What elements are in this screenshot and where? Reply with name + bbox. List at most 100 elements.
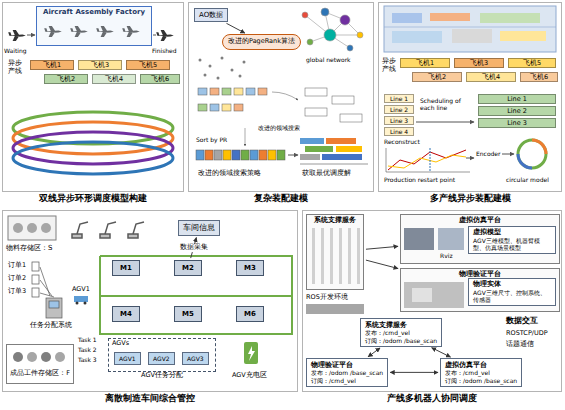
- node-text: Line 1: [385, 95, 413, 102]
- gantt-bar: 飞机3: [78, 60, 122, 70]
- node-text: 飞机1: [31, 61, 73, 69]
- label-text: Reconstruct: [384, 138, 420, 145]
- dependency-dots: [217, 77, 220, 80]
- label-text: ROSTCP/UDP: [506, 330, 548, 338]
- gantt-bar: Line 4: [384, 127, 414, 136]
- robot-icons: [72, 234, 82, 238]
- neighborhood-search: [305, 88, 327, 96]
- dependency-dots: [243, 61, 246, 64]
- sequence-cells: [277, 150, 285, 160]
- agv-icon: [76, 302, 79, 305]
- factory-3d: [452, 29, 492, 43]
- gantt-result: [300, 164, 368, 165]
- gantt-bar: Line 2: [478, 106, 556, 116]
- order-icons: [32, 275, 39, 284]
- gantt-bar: Line 3: [478, 118, 556, 128]
- neighborhood-search: [340, 114, 362, 122]
- material-shelf: [27, 223, 37, 233]
- label-text: Task 2: [78, 346, 97, 353]
- agv-icon: [74, 296, 88, 302]
- agv-icon: [74, 296, 88, 305]
- agv-route: [100, 295, 292, 297]
- label-text: 获取最优调度解: [302, 170, 351, 178]
- neighborhood-search: [210, 88, 219, 95]
- gantt-bar: Line 3: [384, 116, 414, 125]
- platform-box: 物理验证平台物理实体AGV三维尺寸、控制系统、传感器: [400, 268, 560, 312]
- factory-3d: [384, 27, 556, 28]
- storage-box: 成品工件存储区：F: [6, 344, 74, 384]
- neighborhood-search: [198, 104, 207, 111]
- node-text: 虚拟仿真平台: [445, 361, 517, 369]
- node-text: 飞机3: [455, 59, 503, 67]
- factory-3d: [500, 31, 546, 41]
- label-text: 任务分配系统: [30, 322, 72, 330]
- agv-route: [100, 256, 292, 334]
- node-text: AGV任务分配: [109, 372, 215, 380]
- factory-3d: [392, 13, 422, 23]
- label-text: global network: [306, 56, 351, 63]
- node-text: 订阅：/odom /base_scan: [365, 337, 437, 344]
- node-text: 发布：/cmd_vel: [365, 329, 437, 336]
- gantt-bar: 飞机5: [508, 58, 556, 68]
- label-text: Task 1: [78, 336, 97, 343]
- panel-caption: 离散制造车间综合管控: [3, 393, 297, 404]
- gantt-result: [300, 154, 320, 160]
- product-icons: [27, 352, 37, 362]
- interface-box: 系统支撑服务发布：/cmd_vel订阅：/odom /base_scan: [360, 318, 442, 347]
- sequence-cells: [268, 150, 276, 160]
- node-text: 订阅：/odom /base_scan: [445, 377, 517, 384]
- label-text: 物料存储区：S: [6, 244, 52, 252]
- label-text: 异步产线: [382, 58, 396, 74]
- label-text: AGV1: [72, 286, 90, 294]
- order-icons: [40, 293, 54, 297]
- line-scheduling: [416, 122, 474, 123]
- platform-box: 虚拟仿真平台虚拟模型AGV三维模型、机器臂模型、仿真场景模型: [400, 214, 560, 264]
- aircraft-icons: [27, 35, 35, 36]
- node-text: M2: [182, 264, 194, 272]
- node-text: 飞机5: [509, 59, 555, 67]
- node-text: 成品工件存储区：F: [9, 370, 71, 378]
- label-text: Scheduling of each line: [420, 97, 472, 111]
- process-box: AO数据: [194, 8, 228, 22]
- label-text: 数据交互: [506, 316, 538, 326]
- node-text: AO数据: [199, 11, 223, 19]
- dependency-dots: [204, 74, 207, 77]
- product-icons: [13, 352, 65, 362]
- factory-box: Aircraft Assembly Factory: [36, 6, 152, 46]
- agv-group: AGVsAGV任务分配AGV1AGV2AGV3: [108, 338, 216, 372]
- label-text: Production restart point: [384, 176, 455, 183]
- connector: [366, 260, 398, 268]
- factory-3d: [430, 13, 470, 21]
- restart-chart: [430, 148, 431, 172]
- restart-chart: [388, 155, 466, 168]
- node-text: AGV3: [187, 355, 204, 362]
- neighborhood-search: [258, 88, 267, 95]
- global-network: [302, 12, 308, 18]
- node-text: 飞机2: [45, 75, 87, 83]
- panel-caption: 双线异步环形调度模型构建: [3, 193, 183, 204]
- robot-icons: [77, 222, 88, 234]
- gantt-result: [326, 138, 356, 144]
- material-shelf: [13, 223, 23, 233]
- gantt-result: [336, 146, 362, 152]
- process-box: AGV3: [182, 352, 209, 365]
- sequence-cells: [196, 150, 298, 160]
- node-text: 飞机1: [401, 59, 449, 67]
- label-text: Waiting: [4, 47, 27, 54]
- order-icons: [32, 262, 62, 318]
- gantt-result: [322, 154, 362, 160]
- charging-station: [244, 342, 258, 364]
- aircraft-icons: [153, 35, 156, 36]
- robot-icons: [100, 234, 110, 238]
- global-network: [321, 8, 329, 16]
- label-text: 订单3: [8, 288, 26, 296]
- neighborhood-search: [245, 128, 246, 146]
- neighborhood-search: [222, 104, 231, 111]
- node-text: 虚拟模型: [473, 229, 551, 237]
- process-box: 物理实体AGV三维尺寸、控制系统、传感器: [468, 278, 556, 306]
- product-icons: [13, 352, 23, 362]
- neighborhood-search: [198, 88, 207, 95]
- node-text: 系统支撑服务: [365, 321, 437, 329]
- panel-caption: 产线多机器人协同调度: [303, 393, 561, 404]
- dependency-dots: [199, 59, 202, 62]
